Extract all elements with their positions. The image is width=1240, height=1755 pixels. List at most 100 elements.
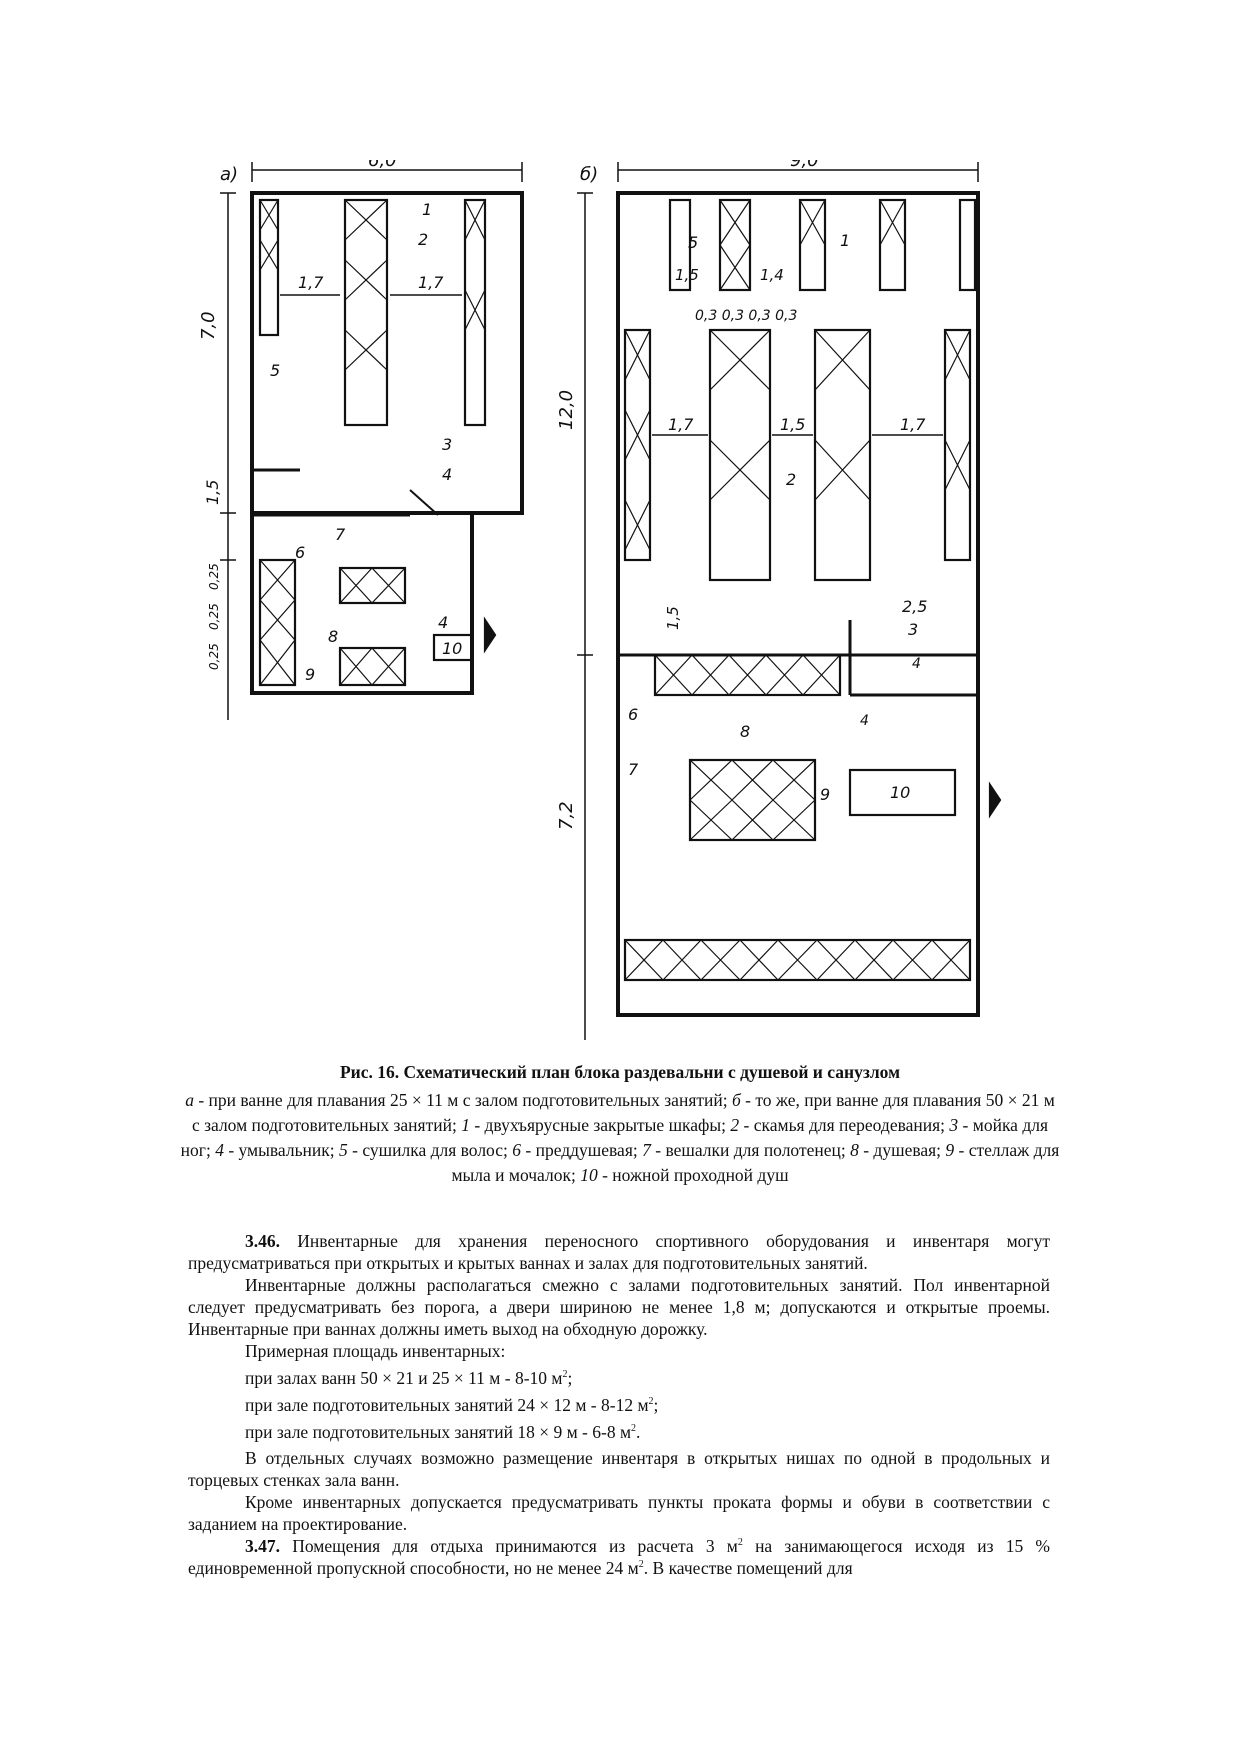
legend-text: - умывальник; <box>223 1140 340 1160</box>
paragraph-text: на занимающегося исходя из 15 % единовре… <box>188 1536 1050 1578</box>
plan-b-marker-3: 3 <box>908 620 918 639</box>
plan-b-top-width-1: 1,5 <box>675 266 699 284</box>
plan-b-marker-7: 7 <box>628 760 639 779</box>
item-end: ; <box>567 1368 573 1388</box>
superscript: 2 <box>638 1559 644 1571</box>
plan-a-marker-5: 5 <box>270 361 280 380</box>
plan-b-aisle-1: 1,7 <box>668 415 694 434</box>
area-item-1: при залах ванн 50 × 21 и 25 × 11 м - 8-1… <box>188 1367 1050 1389</box>
area-item-2: при зале подготовительных занятий 24 × 1… <box>188 1394 1050 1416</box>
plan-a-height-dim: 7,0 <box>200 311 219 340</box>
plan-b-aisle-3: 1,7 <box>900 415 926 434</box>
figure-caption-title: Рис. 16. Схематический план блока раздев… <box>339 1062 901 1082</box>
paragraph-3-47: 3.47. Помещения для отдыха принимаются и… <box>188 1535 1050 1579</box>
plan-b-walls <box>616 191 980 1017</box>
legend-text: - скамья для переодевания; <box>739 1115 950 1135</box>
plan-a-aisle-2: 1,7 <box>418 273 444 292</box>
plan-b-dim-15: 1,5 <box>664 606 682 630</box>
plan-b-marker-5: 5 <box>688 233 698 252</box>
plan-b-dim-25: 2,5 <box>902 597 927 616</box>
legend-key: 10 <box>580 1165 598 1185</box>
plan-a-dim-small-2: 0,25 <box>207 603 221 630</box>
plan-b-marker-10: 10 <box>890 783 910 802</box>
legend-key: 1 <box>461 1115 470 1135</box>
paragraph: Кроме инвентарных допускается предусматр… <box>188 1492 1050 1534</box>
paragraph: В отдельных случаях возможно размещение … <box>188 1448 1050 1490</box>
plan-a-marker-6: 6 <box>295 543 305 562</box>
item-text: при залах ванн 50 × 21 и 25 × 11 м - 8-1… <box>245 1368 563 1388</box>
legend-key: 4 <box>215 1140 224 1160</box>
plan-a-marker-7: 7 <box>335 525 346 544</box>
plan-a-dim-small-1: 0,25 <box>207 563 221 590</box>
legend-text: - преддушевая; <box>521 1140 643 1160</box>
paragraph-text: Помещения для отдыха принимаются из расч… <box>280 1536 738 1556</box>
plan-a-marker-8: 8 <box>328 627 338 646</box>
plan-b-height-dim: 12,0 <box>556 390 577 430</box>
plan-b-bottom-dim: 7,2 <box>556 801 577 830</box>
legend-key: 9 <box>945 1140 955 1160</box>
plan-b-width-dim: 9,0 <box>790 160 819 171</box>
plan-b-label: б) <box>580 164 598 185</box>
paragraph-text: . В качестве помещений для <box>643 1558 853 1578</box>
legend-key: а <box>185 1090 194 1110</box>
body-text: 3.46. Инвентарные для хранения переносно… <box>188 1230 1050 1579</box>
plan-a <box>220 162 524 720</box>
legend-text: - при ванне для плавания 25 × 11 м с зал… <box>193 1090 732 1110</box>
legend-text: - двухъярусные закрытые шкафы; <box>469 1115 731 1135</box>
paragraph: Инвентарные должны располагаться смежно … <box>188 1275 1050 1339</box>
plan-a-aisle-1: 1,7 <box>298 273 324 292</box>
legend-key: 3 <box>949 1115 959 1135</box>
plan-b-top-width-2: 1,4 <box>760 266 784 284</box>
plan-b <box>577 162 1002 1040</box>
floor-plan-drawing: а) 6,0 7,0 1,5 0,25 0,25 0,25 1,7 1,7 1 … <box>198 150 1002 1040</box>
plan-a-marker-4b: 4 <box>438 613 448 632</box>
legend-text: - то же, при ванне для плавания 50 × 21 … <box>191 1090 1055 1135</box>
plan-b-bench-widths: 0,3 0,3 0,3 0,3 <box>695 308 797 324</box>
clause-number: 3.46. <box>245 1231 280 1251</box>
item-text: при зале подготовительных занятий 24 × 1… <box>245 1395 649 1415</box>
legend-text: - вешалки для полотенец; <box>650 1140 851 1160</box>
legend-text: - ножной проходной душ <box>597 1165 789 1185</box>
plan-a-dim-15: 1,5 <box>203 480 222 505</box>
area-item-3: при зале подготовительных занятий 18 × 9… <box>188 1421 1050 1443</box>
plan-b-marker-8: 8 <box>740 722 750 741</box>
legend-key: 5 <box>339 1140 348 1160</box>
plan-b-marker-1: 1 <box>840 231 850 250</box>
plan-a-marker-1: 1 <box>422 200 432 219</box>
plan-a-marker-2: 2 <box>418 230 428 249</box>
item-end: . <box>636 1422 641 1442</box>
clause-number: 3.47. <box>245 1536 280 1556</box>
superscript: 2 <box>631 1423 637 1435</box>
legend-key: 2 <box>730 1115 740 1135</box>
floor-plan-figure: а) 6,0 7,0 1,5 0,25 0,25 0,25 1,7 1,7 1 … <box>198 150 1100 1060</box>
legend-key: 6 <box>512 1140 521 1160</box>
plan-a-marker-9: 9 <box>305 665 315 684</box>
plan-b-marker-4b: 4 <box>860 713 869 729</box>
plan-b-marker-6: 6 <box>628 705 638 724</box>
plan-b-marker-2: 2 <box>786 470 796 489</box>
plan-b-marker-9: 9 <box>820 785 830 804</box>
item-end: ; <box>653 1395 659 1415</box>
plan-a-label: а) <box>220 164 238 185</box>
legend-text: - мойка для ног; <box>180 1115 1049 1160</box>
legend-key: 7 <box>642 1140 651 1160</box>
plan-a-dim-small-3: 0,25 <box>207 643 221 670</box>
plan-a-marker-4a: 4 <box>442 465 452 484</box>
superscript: 2 <box>648 1396 654 1408</box>
item-text: при зале подготовительных занятий 18 × 9… <box>245 1422 632 1442</box>
plan-a-marker-10: 10 <box>442 639 462 658</box>
legend-key: 8 <box>850 1140 859 1160</box>
paragraph-text: Инвентарные для хранения переносного спо… <box>188 1231 1050 1273</box>
figure-caption-legend: а - при ванне для плавания 25 × 11 м с з… <box>180 1088 1060 1188</box>
superscript: 2 <box>562 1369 568 1381</box>
legend-key: б <box>731 1090 741 1110</box>
plan-a-width-dim: 6,0 <box>368 160 397 171</box>
paragraph-3-46: 3.46. Инвентарные для хранения переносно… <box>188 1230 1050 1274</box>
plan-b-aisle-2: 1,5 <box>780 415 805 434</box>
paragraph: Примерная площадь инвентарных: <box>245 1341 506 1361</box>
legend-text: - стеллаж для мыла и мочалок; <box>451 1140 1060 1185</box>
legend-text: - душевая; <box>858 1140 946 1160</box>
plan-b-marker-4a: 4 <box>912 656 921 672</box>
legend-text: - сушилка для волос; <box>347 1140 513 1160</box>
superscript: 2 <box>737 1537 743 1549</box>
